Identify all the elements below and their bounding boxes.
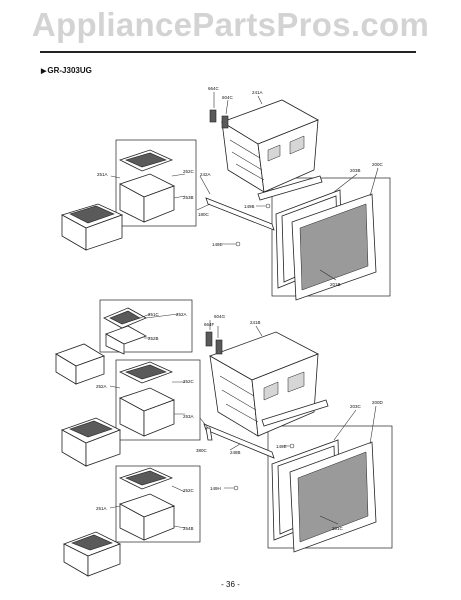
part-bottom-tray-left-2: [61, 417, 121, 467]
callout-bottom-2: 252B: [148, 336, 159, 341]
callout-bottom-7: 252C: [183, 379, 195, 384]
callout-top-3: 251A: [97, 172, 108, 177]
callout-bottom-14: 200D: [372, 400, 384, 405]
callout-top-9: 149E: [212, 242, 223, 247]
callout-top-0: 664C: [208, 86, 220, 91]
callout-top-12: 201B: [330, 282, 341, 287]
screw-149e: [235, 241, 241, 247]
part-top-tray-left: [60, 203, 124, 251]
top-assembly: 664C 604C 241A 251A 252C 253B 242A 180C …: [60, 86, 391, 301]
callout-top-7: 180C: [198, 212, 210, 217]
part-bottom-bracket-a: [205, 331, 213, 347]
bottom-callouts: 251C 252A 252B 604G 664F 241B 252A 252C …: [96, 312, 384, 531]
model-title-text: GR-J303UG: [47, 66, 92, 75]
top-left-group-box: [115, 139, 197, 227]
triangle-icon: ▶: [41, 68, 47, 75]
top-right-group-box: [271, 177, 391, 297]
callout-bottom-9: 380C: [196, 448, 208, 453]
part-bottom-bin-3: [118, 467, 176, 541]
callout-bottom-11: 149E: [276, 444, 287, 449]
part-bottom-tray-left-3: [63, 531, 121, 577]
top-callouts: 664C 604C 241A 251A 252C 253B 242A 180C …: [97, 86, 384, 287]
part-bottom-basket: [209, 331, 319, 437]
screw-149b: [265, 203, 271, 209]
part-top-basket: [221, 99, 319, 193]
callout-bottom-10: 248B: [230, 450, 241, 455]
screw-149e-bottom: [289, 443, 295, 449]
callout-top-6: 242A: [200, 172, 211, 177]
callout-top-11: 200C: [372, 162, 384, 167]
callout-bottom-0: 251C: [148, 312, 160, 317]
callout-bottom-5: 241B: [250, 320, 261, 325]
callout-top-4: 252C: [183, 169, 195, 174]
callout-top-2: 241A: [252, 90, 263, 95]
part-top-small-bin: [118, 149, 176, 223]
callout-top-10: 203B: [350, 168, 361, 173]
part-bottom-door-panel: [289, 441, 377, 553]
callout-bottom-13: 203C: [350, 404, 362, 409]
callout-bottom-12: 149H: [210, 486, 221, 491]
callout-top-5: 253B: [183, 195, 194, 200]
screw-149h: [233, 485, 239, 491]
callout-bottom-17: 252C: [183, 488, 195, 493]
part-top-rail: [205, 175, 323, 231]
bottom-assembly: 251C 252A 252B 604G 664F 241B 252A 252C …: [55, 299, 393, 577]
callout-bottom-18: 254B: [183, 526, 194, 531]
callout-top-8: 149B: [244, 204, 255, 209]
callout-bottom-6: 252A: [96, 384, 107, 389]
callout-bottom-15: 201C: [332, 526, 344, 531]
callout-bottom-4: 664F: [204, 322, 215, 327]
callout-bottom-3: 604G: [214, 314, 226, 319]
page-number: - 36 -: [221, 580, 240, 589]
part-bottom-small-tray: [103, 307, 147, 355]
bottom-group-box-2: [115, 359, 201, 441]
part-top-bracket-a: [209, 109, 217, 123]
part-top-bracket-b: [221, 115, 229, 129]
bottom-right-group-box: [267, 425, 393, 549]
header-rule: [40, 51, 416, 53]
callout-bottom-1: 252A: [176, 312, 187, 317]
part-bottom-tray-left-1: [55, 343, 105, 385]
part-bottom-bin-2: [118, 361, 176, 437]
callout-bottom-16: 251A: [96, 506, 107, 511]
part-bottom-rail: [203, 399, 329, 459]
part-bottom-bracket-b: [215, 339, 223, 355]
model-title: ▶GR-J303UG: [41, 66, 92, 75]
callout-bottom-8: 253A: [183, 414, 194, 419]
callout-top-1: 604C: [222, 95, 234, 100]
bottom-group-box-1: [99, 299, 193, 353]
part-top-door-panel: [291, 193, 377, 301]
bottom-group-box-3: [115, 465, 201, 543]
watermark: AppliancePartsPros.com: [31, 6, 430, 43]
